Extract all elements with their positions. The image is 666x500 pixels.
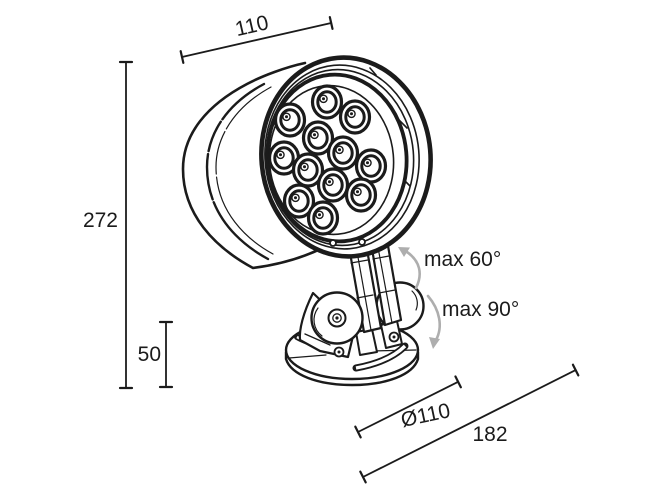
dim-tick	[354, 425, 362, 439]
dimension-total-height: 272	[83, 60, 134, 390]
led-lens	[354, 148, 388, 184]
dim-line	[362, 369, 577, 478]
base-bolt-left-center	[337, 350, 341, 354]
dim-line	[181, 22, 333, 58]
tilt-arrow-icon	[405, 250, 421, 290]
bezel-bolt-2	[358, 238, 366, 246]
dim-tick	[179, 50, 185, 64]
dimension-body-depth: 110	[179, 11, 334, 64]
body-rear-seam-inner	[215, 86, 274, 255]
dimension-annotations: 110 272 50 Ø110 182	[83, 11, 580, 484]
yoke-arm-lines	[355, 241, 393, 331]
body-silhouette	[181, 61, 318, 270]
yoke-arm-crosslines	[350, 255, 396, 299]
tilt-arrowhead-icon	[398, 247, 410, 257]
hinge-axle-center	[335, 316, 339, 320]
spotlight-figure	[181, 55, 433, 387]
bezel-ring-2	[264, 64, 420, 250]
dim-label-base-diameter: Ø110	[399, 399, 453, 432]
spotlight-body	[181, 61, 318, 270]
base-bolt-right-center	[392, 335, 396, 339]
spotlight-head	[181, 55, 433, 270]
dim-tick	[454, 375, 462, 389]
dim-tick	[359, 470, 367, 484]
bezel-inner-ring	[265, 72, 409, 244]
hinge-disc-detail	[313, 307, 323, 337]
dim-label-total-height: 272	[83, 209, 118, 232]
led-panel	[267, 84, 395, 236]
led-lens	[310, 84, 344, 120]
led-lens	[316, 167, 350, 203]
base-slot-curved-inner	[355, 344, 407, 370]
led-lens	[344, 177, 378, 213]
hinge-disc-far-detail	[411, 290, 418, 311]
dim-label-overall-length: 182	[472, 423, 507, 446]
led-lens	[338, 99, 372, 135]
bezel-bolt-1	[329, 239, 337, 247]
dimension-overall-length	[359, 363, 580, 484]
led-lens	[326, 135, 360, 171]
hinge-disc-near	[310, 291, 364, 345]
dim-tick	[328, 16, 334, 30]
base-assembly	[284, 238, 425, 387]
dim-tick	[571, 363, 580, 377]
dim-label-body-depth: 110	[233, 11, 271, 41]
pan-arrowhead-icon	[429, 337, 440, 349]
angle-annotations: max 60° max 90°	[398, 247, 519, 349]
pan-angle-label: max 90°	[442, 298, 519, 321]
bezel-tab-marks	[369, 67, 411, 187]
led-lens	[306, 200, 340, 236]
dim-label-base-height: 50	[138, 343, 161, 366]
bracket-foot-edge	[304, 333, 331, 346]
body-rear-seam	[205, 82, 270, 261]
tilt-angle-label: max 60°	[424, 248, 501, 271]
dim-line	[357, 380, 460, 433]
dimension-base-diameter	[354, 375, 462, 439]
led-lens	[273, 102, 307, 138]
pan-arrow-icon	[426, 294, 442, 342]
dimension-base-height: 50	[138, 320, 174, 389]
